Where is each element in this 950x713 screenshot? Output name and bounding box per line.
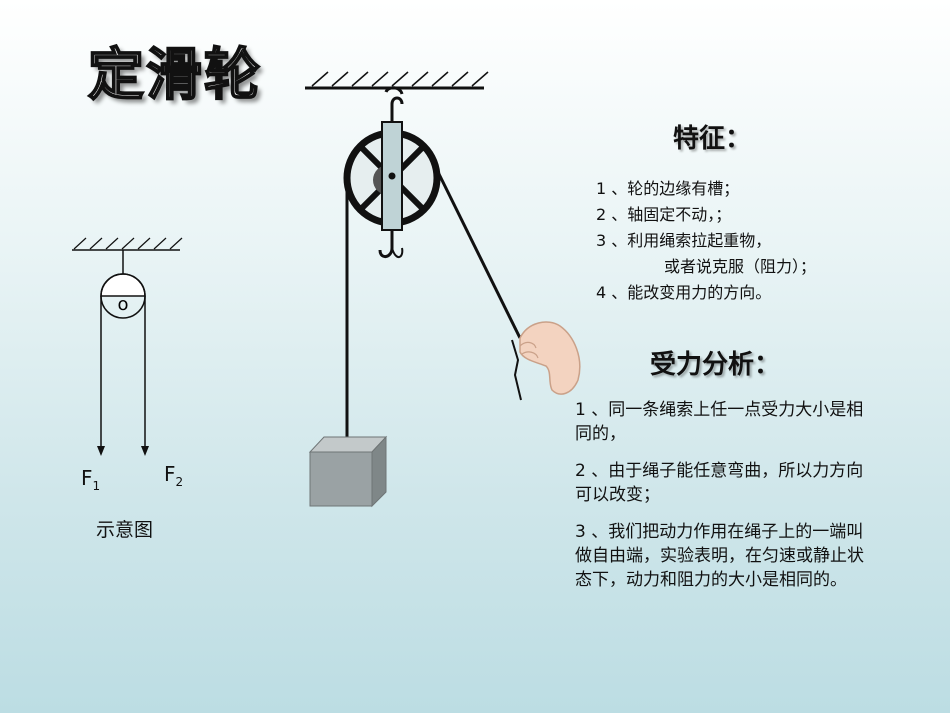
feature-item: 2 、轴固定不动，； (596, 205, 732, 224)
bottom-hook (378, 230, 394, 258)
feature-item: 3 、利用绳索拉起重物， (596, 231, 772, 250)
force-f2-label: F2 (164, 462, 184, 489)
analysis-item: 2 、由于绳子能任意弯曲，所以力方向可以改变； (575, 461, 864, 505)
features-heading: 特征： (673, 124, 752, 154)
schematic-caption: 示意图 (96, 519, 154, 541)
hand-icon (519, 321, 581, 395)
feature-item: 1 、轮的边缘有槽； (596, 179, 740, 198)
page-title: 定滑轮 (87, 42, 262, 109)
analysis-heading: 受力分析： (650, 350, 781, 380)
ceiling-support (305, 71, 489, 90)
feature-item: 或者说克服（阻力）； (664, 257, 817, 276)
weight-block (308, 435, 388, 508)
force-f1-label: F1 (81, 466, 101, 493)
schematic-diagram: o (72, 237, 183, 456)
analysis-item: 1 、同一条绳索上任一点受力大小是相同的， (575, 400, 864, 444)
features-list: 1 、轮的边缘有槽； 2 、轴固定不动，； 3 、利用绳索拉起重物， 或者说克服… (596, 176, 816, 306)
analysis-list: 1 、同一条绳索上任一点受力大小是相同的， 2 、由于绳子能任意弯曲，所以力方向… (575, 398, 875, 605)
rope-free-end (435, 169, 522, 339)
analysis-item: 3 、我们把动力作用在绳子上的一端叫做自由端，实验表明，在匀速或静止状态下，动力… (575, 522, 864, 590)
feature-item: 4 、能改变用力的方向。 (596, 283, 772, 302)
schematic-center-label: o (117, 294, 128, 315)
top-hook (390, 96, 404, 122)
